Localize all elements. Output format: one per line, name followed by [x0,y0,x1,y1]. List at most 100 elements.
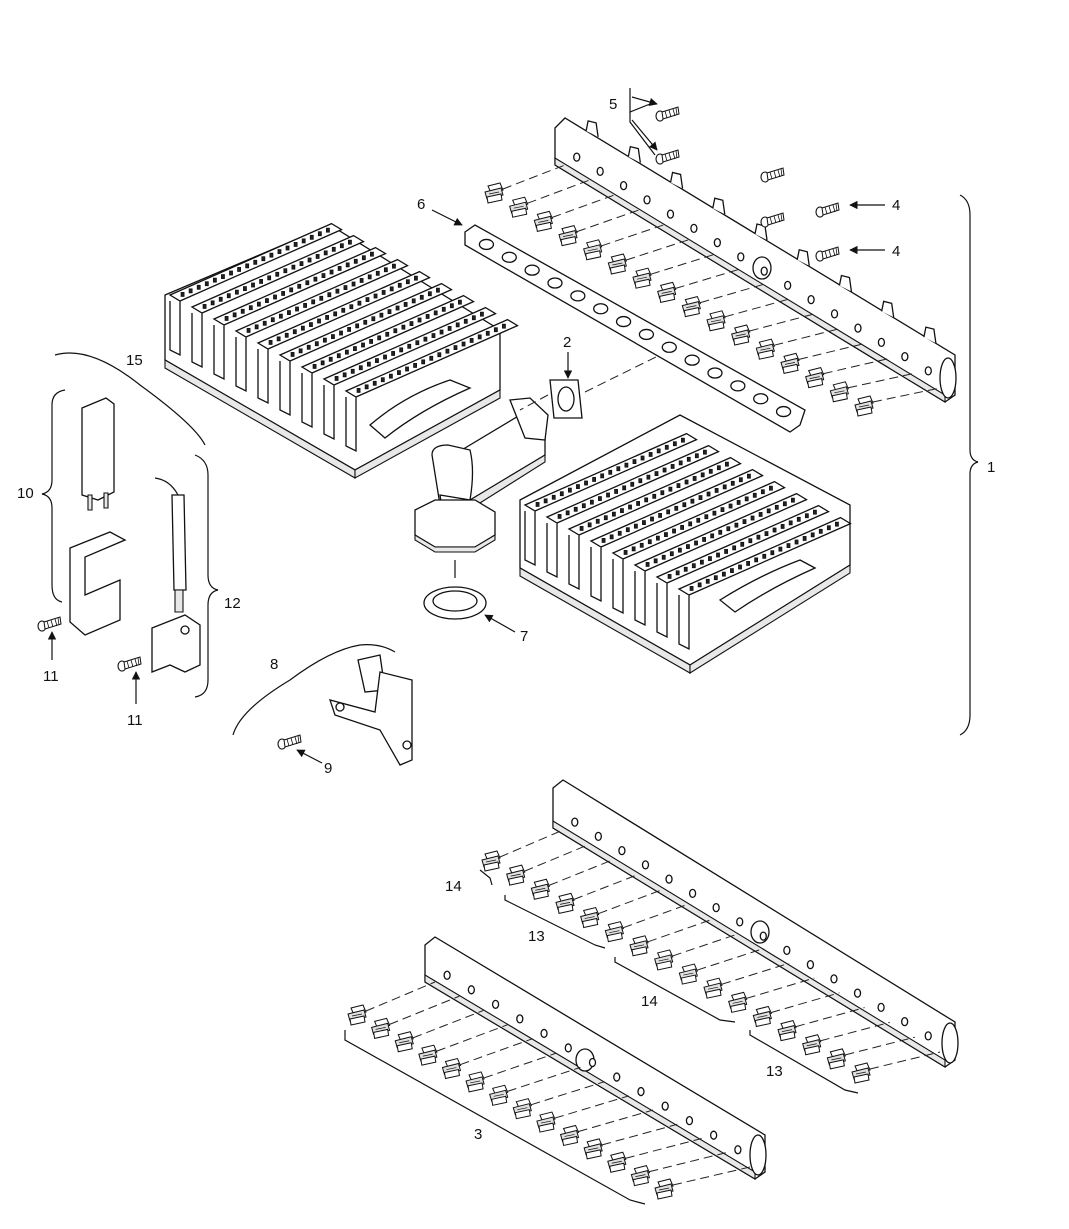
blade-body [169,301,181,357]
blade-slot [677,547,682,553]
injector-nozzle [755,338,775,360]
injector-nozzle [394,1031,414,1053]
rail-hole [783,945,791,956]
blade-slot [746,561,750,566]
blade-slot [567,487,572,493]
screw-rail [760,212,785,228]
blade-slot [341,307,346,313]
burner-assembly-left [164,222,519,479]
rail-hole [807,294,815,305]
blade-slot [256,301,261,307]
blade-slot [327,292,332,298]
callout-5: 5 [609,96,617,113]
blade-slot [688,521,693,527]
rail-hole [443,970,451,980]
blade-slot [312,364,317,369]
blade-slot [344,349,349,355]
blade-slot [347,327,352,332]
injector-nozzle [489,1084,509,1106]
assembly-leader [798,342,866,360]
blade-slot [654,471,659,476]
blade-slot [616,466,621,472]
blade-slot [648,452,653,457]
blade-slot [319,295,324,301]
blade-slot [369,339,374,344]
blade-slot [686,456,691,462]
blade-slot [364,384,369,390]
blade-slot [694,540,698,546]
screw-loose [760,167,785,183]
assembly-leader [675,268,741,289]
rail-hole [760,266,768,276]
blade-slot [485,330,490,336]
blade-slot [639,542,644,548]
blade-slot [306,344,311,350]
blade-body [678,595,690,651]
blade-slot [329,269,334,275]
blade-slot [826,525,831,531]
screw-4-lower [815,246,840,262]
assembly-leader [700,283,766,304]
blade-slot [714,488,719,493]
blade-slot [791,497,795,503]
assembly-leader [820,1021,890,1042]
injector-nozzle [580,907,600,929]
rail-tab [838,274,853,292]
assembly-leader [697,947,765,971]
blade-slot [291,264,296,270]
blade-slot [246,328,251,333]
blade-slot [441,306,446,312]
blade-slot [345,262,350,268]
blade-slot [395,305,400,311]
blade-slot [557,514,562,519]
blade-slot [748,538,753,544]
assembly-leader [365,981,436,1012]
blade-slot [725,461,729,467]
blade-slot [608,469,613,475]
blade-slot [445,348,450,354]
blade-slot [690,498,695,504]
blade-slot [614,489,618,494]
blade-slot [802,536,807,541]
assembly-leader [774,328,841,346]
callout-8: 8 [270,656,278,673]
blade-slot [712,510,717,516]
callout-4-lower: 4 [892,243,900,260]
blade-slot [268,340,273,345]
blade-slot [273,294,277,300]
blade-slot [589,499,594,505]
blade-slot [425,314,430,319]
blade-slot [835,521,839,527]
blade-slot [409,321,414,326]
blade-slot [243,286,247,291]
blade-slot [240,308,245,314]
assembly-leader [413,1009,484,1039]
blade-slot [415,340,420,346]
blade-slot [689,586,694,591]
callout-1: 1 [987,459,995,476]
assembly-leader [499,829,564,858]
injector-nozzle [530,878,550,900]
blade-slot [658,513,662,518]
blade-slot [437,352,442,358]
blade-slot [353,258,358,264]
blade-slot [311,299,316,305]
injector-nozzle [629,935,649,957]
rail-tab [585,120,599,137]
blade-slot [662,467,667,473]
blade-slot [778,546,783,552]
blade-body [524,511,536,567]
blade-slot [699,559,704,565]
blade-slot [650,516,654,522]
gasket-hole [547,277,563,289]
blade-slot [359,278,364,283]
blade-slot [764,531,769,536]
blade-slot [628,504,632,510]
blade-slot [320,360,325,366]
blade-slot [625,527,630,533]
blade-slot [750,515,755,521]
injector-nozzle [654,1178,674,1200]
blade-slot [680,525,684,530]
blade-slot [339,243,344,249]
injector-nozzle [706,310,726,332]
